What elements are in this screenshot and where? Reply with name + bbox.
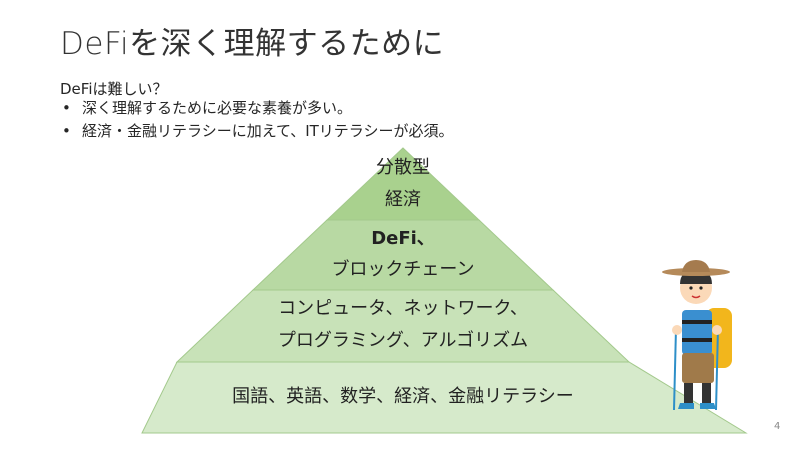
slide-title: DeFiを深く理解するために (60, 26, 445, 62)
pyramid-level-base (141, 361, 748, 434)
level-top-line1: 分散型 (376, 157, 430, 178)
level-3-line2: プログラミング、アルゴリズム (277, 330, 529, 351)
page-number: 4 (774, 421, 781, 432)
backpack-icon (706, 308, 732, 368)
level-base-line1: 国語、英語、数学、経済、金融リテラシー (232, 386, 574, 407)
level-top-line2: 経済 (385, 189, 421, 210)
level-2-line1: DeFi、 (371, 228, 435, 249)
slide-subtitle: DeFiは難しい？ (60, 80, 168, 98)
bullet-item: 深く理解するために必要な素養が多い。 (60, 97, 454, 120)
hiker-illustration (662, 260, 732, 411)
level-3-line1: コンピュータ、ネットワーク、 (278, 298, 528, 319)
bullet-item: 経済・金融リテラシーに加えて、ITリテラシーが必須。 (60, 120, 454, 143)
level-2-line2: ブロックチェーン (331, 259, 475, 280)
bullet-list: 深く理解するために必要な素養が多い。 経済・金融リテラシーに加えて、ITリテラシ… (60, 97, 454, 143)
